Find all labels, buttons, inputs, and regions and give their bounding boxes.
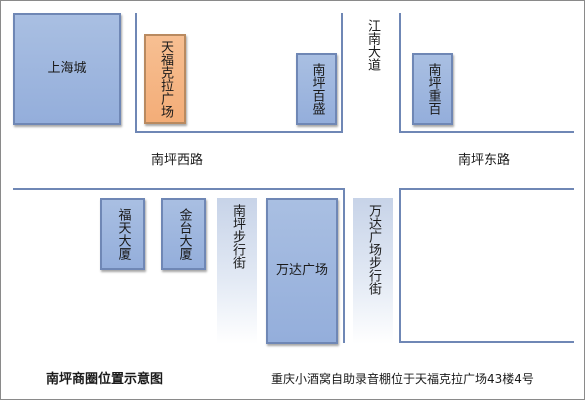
curb-lower-right-top bbox=[399, 188, 574, 190]
road-label-jiangnan-avenue: 江南大道 bbox=[365, 19, 380, 71]
pedestrian-street-nanping-label: 南坪步行街 bbox=[230, 204, 245, 269]
building-shanghai-city-label: 上海城 bbox=[47, 61, 87, 76]
building-nanping-chongbai: 南坪重百 bbox=[412, 53, 453, 125]
building-tianfu-kela-plaza-label: 天福克拉广场 bbox=[158, 40, 173, 118]
location-note: 重庆小酒窝自助录音棚位于天福克拉广场43楼4号 bbox=[271, 372, 534, 386]
building-wanda-plaza: 万达广场 bbox=[266, 198, 338, 344]
building-futian: 福天大厦 bbox=[100, 198, 145, 270]
building-tianfu-kela-plaza: 天福克拉广场 bbox=[144, 34, 186, 124]
curb-upper-right-bottom bbox=[399, 131, 574, 133]
pedestrian-street-wanda-label: 万达广场步行街 bbox=[366, 204, 381, 295]
building-shanghai-city: 上海城 bbox=[13, 13, 121, 125]
building-nanping-baisheng-label: 南坪百盛 bbox=[309, 63, 325, 115]
curb-lower-right-bottom bbox=[399, 341, 574, 343]
curb-upper-middle-vertical-left bbox=[135, 13, 137, 133]
curb-lower-left-vertical bbox=[343, 188, 345, 343]
building-nanping-chongbai-label: 南坪重百 bbox=[425, 63, 441, 115]
curb-upper-right-vertical-left bbox=[399, 13, 401, 133]
curb-upper-middle-vertical-right bbox=[341, 13, 343, 133]
curb-lower-left-top bbox=[13, 188, 345, 190]
curb-lower-right-vertical bbox=[399, 188, 401, 343]
building-nanping-baisheng: 南坪百盛 bbox=[296, 53, 337, 125]
curb-upper-middle-bottom bbox=[135, 131, 343, 133]
building-futian-label: 福天大厦 bbox=[115, 208, 131, 260]
pedestrian-street-nanping: 南坪步行街 bbox=[217, 198, 257, 344]
building-jintai-label: 金台大厦 bbox=[176, 208, 192, 260]
pedestrian-street-wanda: 万达广场步行街 bbox=[353, 198, 393, 344]
building-jintai: 金台大厦 bbox=[161, 198, 206, 270]
road-label-nanping-west: 南坪西路 bbox=[151, 153, 204, 168]
building-wanda-plaza-label: 万达广场 bbox=[275, 263, 328, 278]
road-label-nanping-east: 南坪东路 bbox=[458, 153, 511, 168]
map-title: 南坪商圈位置示意图 bbox=[46, 372, 164, 387]
